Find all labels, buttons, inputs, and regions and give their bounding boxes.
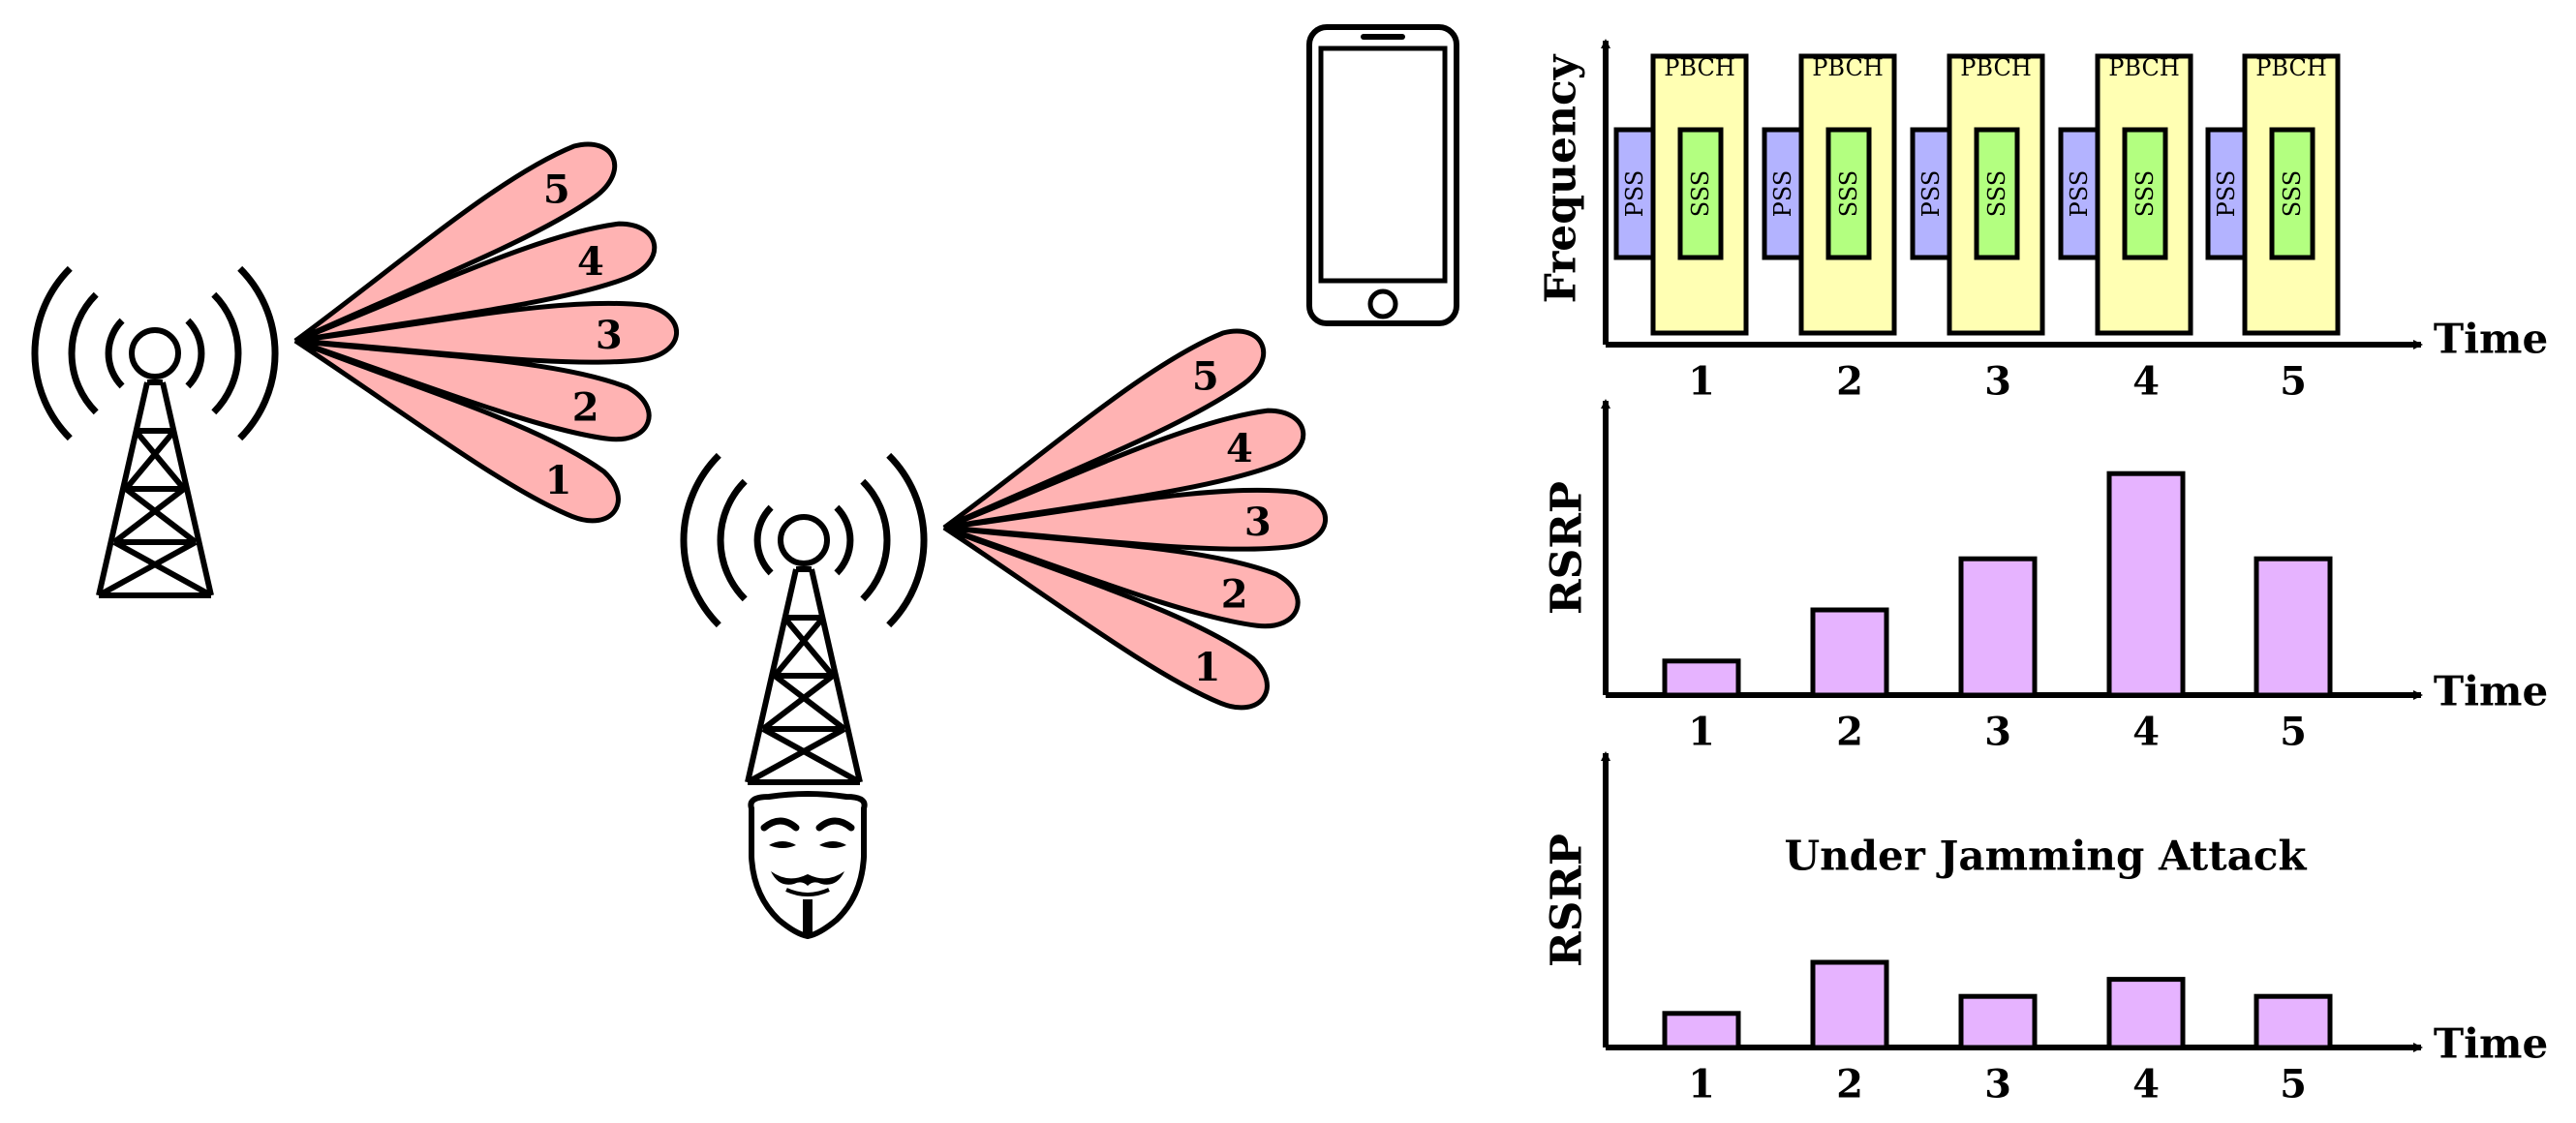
pbch-label: PBCH — [1664, 54, 1735, 81]
beam-lobe: 5 — [942, 328, 1267, 531]
pss-label: PSS — [1621, 170, 1648, 218]
sss-label: SSS — [1983, 170, 2010, 217]
x-tick-label: 5 — [2280, 1062, 2307, 1108]
sss-block — [1677, 127, 1724, 260]
x-tick-label: 5 — [2280, 710, 2307, 755]
rsrp-bar — [1958, 556, 2038, 698]
beam-lobe: 5 — [293, 141, 618, 344]
x-tick-label: 1 — [1688, 710, 1715, 755]
rsrp-bar — [1810, 607, 1889, 698]
x-tick-label: 3 — [1984, 359, 2011, 405]
sss-block — [2122, 127, 2168, 260]
beam-label: 1 — [1194, 645, 1221, 690]
x-tick-label: 2 — [1836, 1062, 1863, 1108]
x-tick-label: 2 — [1836, 359, 1863, 405]
pbch-label: PBCH — [2255, 54, 2327, 81]
pbch-label: PBCH — [2108, 54, 2180, 81]
pss-label: PSS — [1769, 170, 1796, 218]
beam-label: 1 — [545, 458, 572, 503]
x-tick-label: 4 — [2132, 1062, 2160, 1108]
rsrp-bar — [1810, 959, 1889, 1050]
rsrp-bar — [1958, 993, 2038, 1050]
pbch-label: PBCH — [1960, 54, 2032, 81]
sss-label: SSS — [2279, 170, 2306, 217]
rogue-beam-group: 12 3 45 — [942, 328, 1328, 711]
pss-label: PSS — [2213, 170, 2240, 218]
sss-block — [1825, 127, 1872, 260]
rsrp-bar — [2254, 993, 2333, 1050]
rsrp-bar — [2106, 977, 2186, 1050]
x-tick-label: 5 — [2280, 359, 2307, 405]
rsrp-bar — [1662, 658, 1741, 698]
beam-lobe: 3 — [294, 300, 679, 365]
beam-label: 4 — [1226, 426, 1253, 471]
anonymous-mask-icon — [748, 791, 868, 940]
rsrp-bar — [2254, 556, 2333, 698]
pbch-block — [1947, 53, 2045, 336]
pbch-block — [1650, 53, 1749, 336]
radio-tower-icon — [680, 452, 928, 785]
smartphone-icon — [1306, 24, 1459, 326]
sss-label: SSS — [1835, 170, 1862, 217]
beam-label: 5 — [543, 167, 570, 213]
legit-beam-group: 12 3 45 — [293, 141, 679, 524]
beam-label: 2 — [572, 385, 599, 431]
pss-label: PSS — [2066, 170, 2093, 218]
y-axis-label: RSRP — [1543, 834, 1592, 967]
beam-lobe: 1 — [942, 525, 1270, 711]
beam-label: 4 — [577, 239, 604, 285]
x-tick-label: 3 — [1984, 1062, 2011, 1108]
sss-label: SSS — [2131, 170, 2159, 217]
x-axis-label: Time — [2434, 316, 2548, 363]
pss-block — [1910, 127, 1952, 260]
y-axis-label: Frequency — [1537, 53, 1586, 303]
beam-lobe: 4 — [943, 408, 1306, 531]
rsrp-bar-chart-normal: RSRP Time 1 2 3 4 5 — [1543, 399, 2548, 755]
x-tick-label: 2 — [1836, 710, 1863, 755]
pss-label: PSS — [1917, 170, 1945, 218]
rsrp-bar-chart-jamming: RSRP Time Under Jamming Attack 1 2 3 4 5 — [1543, 751, 2548, 1108]
beam-label: 3 — [1244, 500, 1272, 545]
beam-label: 3 — [596, 313, 623, 358]
x-tick-label: 1 — [1688, 1062, 1715, 1108]
beam-lobe: 1 — [293, 338, 621, 524]
sss-label: SSS — [1687, 170, 1714, 217]
x-tick-label: 1 — [1688, 359, 1715, 405]
x-axis-label: Time — [2434, 1020, 2548, 1068]
y-axis-label: RSRP — [1543, 481, 1592, 615]
x-tick-label: 4 — [2132, 359, 2160, 405]
x-tick-label: 3 — [1984, 710, 2011, 755]
x-axis-label: Time — [2434, 668, 2548, 715]
sss-block — [2269, 127, 2315, 260]
x-tick-label: 4 — [2132, 710, 2160, 755]
radio-tower-icon — [31, 265, 279, 598]
rsrp-bar — [1662, 1011, 1741, 1050]
beam-label: 5 — [1192, 354, 1219, 400]
rsrp-bar — [2106, 470, 2186, 698]
pbch-label: PBCH — [1812, 54, 1884, 81]
beam-lobe: 4 — [294, 221, 658, 344]
sss-block — [1974, 127, 2020, 260]
beam-label: 2 — [1221, 572, 1248, 618]
chart-title: Under Jamming Attack — [1785, 833, 2308, 880]
